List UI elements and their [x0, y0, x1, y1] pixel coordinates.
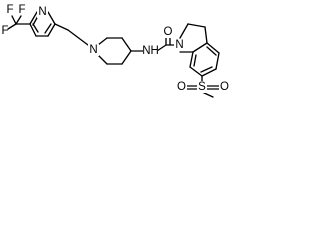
bond-pyr-c6-c5-double: [44, 23, 52, 34]
bond-cf3-f-left: [7, 23, 17, 30]
bond-benzene-c7-c7a-double: [193, 54, 197, 67]
amide-nh-label: NH: [142, 45, 159, 57]
bond-pyridine-to-ch2: [54, 23, 69, 31]
bond-pyr-c4-c3-double: [32, 23, 39, 33]
bond-benzene-c3a-c4-double: [206, 46, 217, 56]
sulfonyl-oxygen-left-background: [176, 81, 187, 93]
bond-pip-c6-n: [97, 54, 108, 65]
bond-nh-to-carbonyl: [156, 44, 167, 52]
bond-ch2-to-piperidine-n: [67, 29, 89, 46]
bond-pyr-n1-c6: [47, 11, 56, 25]
bond-benzene-c4-c5: [215, 52, 220, 70]
sulfonyl-oxygen-left-label: O: [177, 81, 186, 93]
bond-pyr-c4-c3: [29, 23, 37, 37]
bond-benzene-c5-c6: [201, 68, 217, 77]
bond-cf3-f-top-left: [11, 15, 17, 25]
piperidine-nitrogen-background: [88, 44, 99, 56]
amide-nh-background: [143, 45, 158, 57]
bond-indoline-ch2-c3a: [204, 26, 208, 44]
indoline-nitrogen-label: N: [175, 39, 183, 51]
sulfonyl-sulfur-label: S: [198, 81, 206, 93]
sulfonyl-oxygen-right-label: O: [220, 81, 229, 93]
bond-benzene-c3a-c4: [206, 42, 220, 54]
atom-labels: F F F N N NH O N S O O: [1, 4, 230, 93]
pyridine-nitrogen-label: N: [38, 6, 46, 18]
piperidine-nitrogen-label: N: [89, 44, 97, 56]
cf3-fluorine-top-left-label: F: [6, 4, 13, 16]
indoline-nitrogen-background: [174, 39, 185, 51]
chemical-structure-diagram: F F F N N NH O N S O O: [1, 4, 230, 98]
cf3-fluorine-top-right-label: F: [18, 4, 25, 16]
bond-pip-c4-c5: [121, 50, 132, 65]
bond-pip-c3-c4: [121, 37, 132, 52]
bond-benzene-c6-c7: [189, 66, 203, 77]
bond-indoline-n-ch2: [179, 23, 189, 39]
bond-pyr-c2-n1: [29, 11, 38, 25]
bond-indoline-ch2-ch2: [187, 23, 206, 28]
amide-oxygen-label: O: [164, 26, 173, 38]
amide-oxygen-background: [162, 26, 174, 38]
bond-benzene-c5-c6-double: [200, 66, 213, 73]
bond-benzene-c7-c7a: [189, 51, 194, 68]
bond-cf3-f-top-right: [15, 15, 22, 25]
bond-pyr-c6-c5: [47, 23, 56, 37]
pyridine-nitrogen-background: [37, 6, 48, 18]
bonds: [7, 11, 220, 98]
sulfonyl-sulfur-background: [197, 81, 207, 93]
bond-pip-n-c2: [97, 37, 108, 46]
sulfonyl-oxygen-right-background: [219, 81, 230, 93]
bond-benzene-c7a-c3a: [192, 42, 208, 53]
cf3-fluorine-left-label: F: [1, 25, 8, 37]
